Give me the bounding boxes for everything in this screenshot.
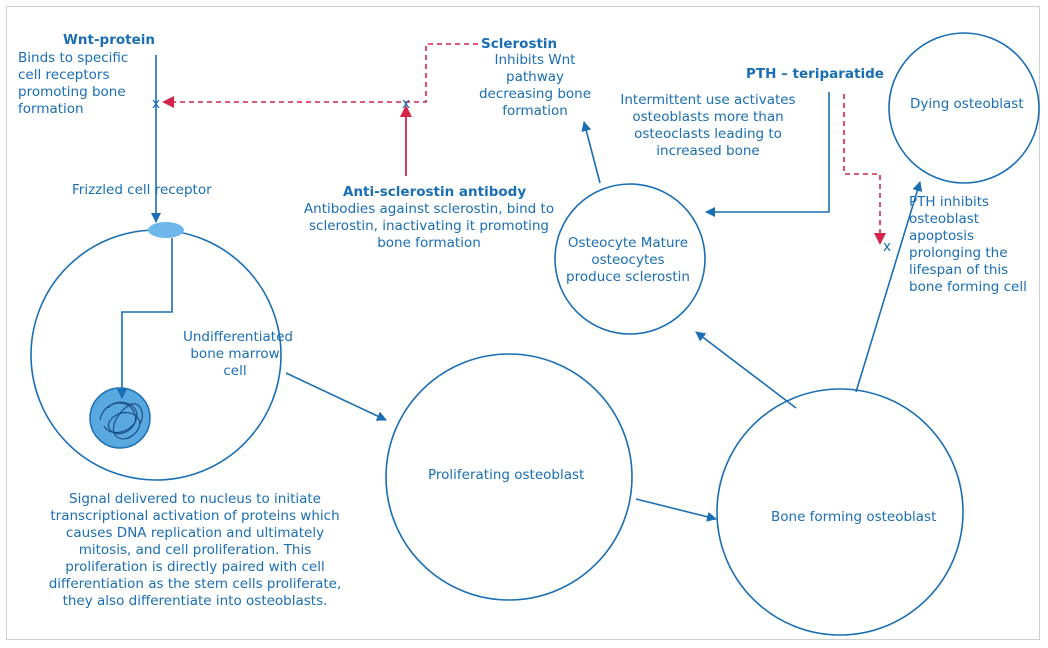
proliferating-osteoblast-circle xyxy=(385,353,633,601)
bone-forming-to-dying-arrow xyxy=(855,181,923,393)
pth-apoptosis-text: PTH inhibits osteoblast apoptosis prolon… xyxy=(909,194,1027,295)
sclerostin-inhibition-arrow xyxy=(162,43,478,108)
wnt-block-x-mark: x xyxy=(152,96,160,112)
nucleus xyxy=(89,387,151,449)
pth-to-osteocyte-arrow xyxy=(705,92,830,217)
apoptosis-block-x-mark: x xyxy=(883,239,891,255)
sclerostin-description: Inhibits Wnt pathway decreasing bone for… xyxy=(478,52,592,119)
signal-description: Signal delivered to nucleus to initiate … xyxy=(48,491,342,609)
frizzled-receptor-label: Frizzled cell receptor xyxy=(72,182,212,198)
bone-forming-to-osteocyte-arrow xyxy=(695,331,797,409)
antibody-description: Antibodies against sclerostin, bind to s… xyxy=(303,201,555,251)
osteocyte-label: Osteocyte Mature osteocytes produce scle… xyxy=(566,235,690,285)
bone-forming-osteoblast-circle xyxy=(716,388,964,636)
pth-description: Intermittent use activates osteoblasts m… xyxy=(620,92,796,159)
pth-title: PTH – teriparatide xyxy=(746,66,884,82)
sclerostin-title: Sclerostin xyxy=(481,36,558,52)
pth-apoptosis-inhibition-arrow xyxy=(843,94,886,245)
proliferating-osteoblast-label: Proliferating osteoblast xyxy=(428,467,585,483)
proliferating-to-bone-forming-arrow xyxy=(635,498,717,522)
antibody-title: Anti-sclerostin antibody xyxy=(343,184,527,200)
undifferentiated-to-proliferating-arrow xyxy=(285,372,387,421)
receptor-to-nucleus-arrow xyxy=(117,238,173,399)
undifferentiated-cell-label: Undifferentiated bone marrow cell xyxy=(183,329,293,379)
dying-osteoblast-label: Dying osteoblast xyxy=(910,96,1024,112)
osteocyte-to-pth-text-arrow xyxy=(581,121,601,184)
dying-osteoblast-circle xyxy=(888,32,1040,184)
sclerostin-block-x-mark: x xyxy=(402,96,410,112)
wnt-title: Wnt-protein xyxy=(63,32,156,48)
bone-forming-osteoblast-label: Bone forming osteoblast xyxy=(771,509,937,525)
osteocyte-circle xyxy=(554,183,706,335)
wnt-description: Binds to specific cell receptors promoti… xyxy=(18,50,129,117)
diagram-frame xyxy=(6,6,1040,640)
frizzled-receptor-shape xyxy=(148,222,184,238)
